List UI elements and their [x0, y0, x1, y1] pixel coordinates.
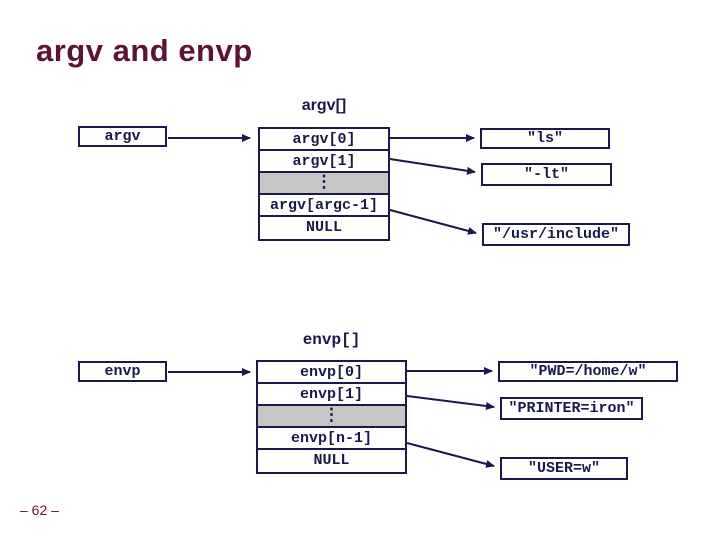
envp-string-pwd: "PWD=/home/w"	[498, 361, 678, 382]
argv-cell-last: argv[argc-1]	[260, 195, 388, 217]
arrow-envp1-to-printer	[406, 395, 495, 410]
argv-cell-ellipsis: ⋮	[260, 173, 388, 195]
slide-title: argv and envp	[36, 33, 253, 68]
envp-pointer-box: envp	[78, 361, 167, 382]
envp-array-label: envp[]	[302, 331, 361, 349]
argv-string-ls: "ls"	[480, 128, 610, 149]
argv-cell-0: argv[0]	[260, 129, 388, 151]
arrow-argv1-to-lt	[389, 158, 476, 175]
envp-cell-ellipsis: ⋮	[258, 406, 405, 428]
argv-pointer-box: argv	[78, 126, 167, 147]
page-number: – 62 –	[20, 502, 59, 518]
envp-string-user: "USER=w"	[500, 457, 628, 480]
argv-array-stack: argv[0] argv[1] ⋮ argv[argc-1] NULL	[258, 127, 390, 241]
argv-cell-1: argv[1]	[260, 151, 388, 173]
arrow-envplast-to-user	[406, 442, 495, 468]
argv-array-label: argv[]	[301, 97, 347, 114]
argv-cell-null: NULL	[260, 217, 388, 239]
envp-string-printer: "PRINTER=iron"	[500, 397, 643, 420]
envp-cell-0: envp[0]	[258, 362, 405, 384]
envp-cell-last: envp[n-1]	[258, 428, 405, 450]
argv-string-usr-include: "/usr/include"	[482, 223, 630, 246]
envp-array-stack: envp[0] envp[1] ⋮ envp[n-1] NULL	[256, 360, 407, 474]
argv-string-lt: "-lt"	[481, 163, 612, 186]
envp-cell-null: NULL	[258, 450, 405, 472]
envp-cell-1: envp[1]	[258, 384, 405, 406]
arrow-argvlast-to-include	[389, 209, 477, 235]
